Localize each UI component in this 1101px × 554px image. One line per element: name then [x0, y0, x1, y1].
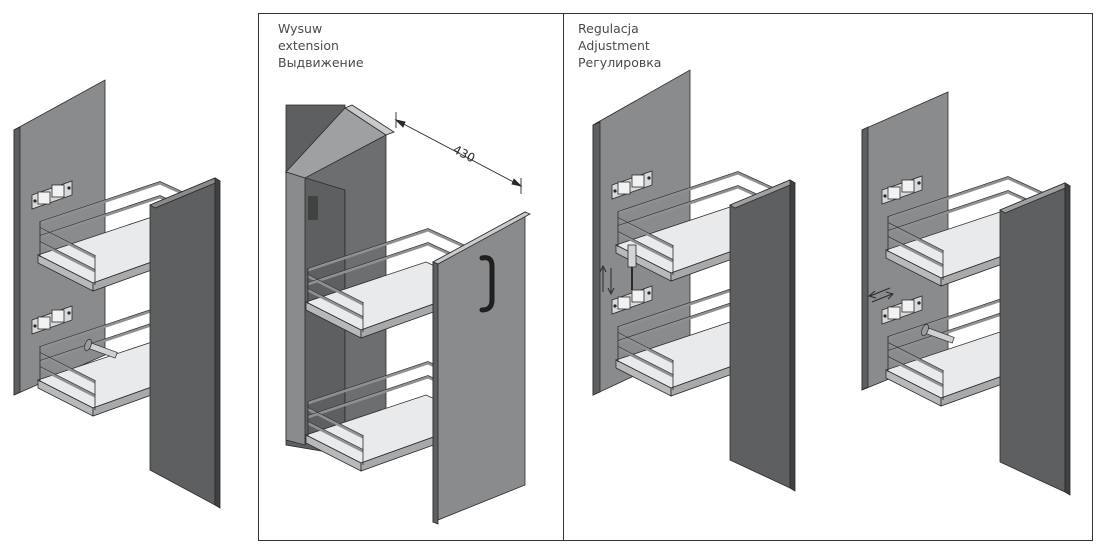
vertical-adjust-arrow-icon [599, 264, 615, 296]
handle-icon [479, 255, 495, 313]
assembly-left [13, 79, 221, 509]
extension-label-pl: Wysuw [278, 21, 323, 36]
assembly-adjust-depth [861, 91, 1071, 496]
adjustment-label-en: Adjustment [578, 38, 650, 53]
adjustment-label-ru: Регулировка [578, 55, 662, 70]
extension-label-en: extension [278, 38, 339, 53]
adjustment-label: Regulacja Adjustment Регулировка [578, 20, 661, 71]
extension-label-ru: Выдвижение [278, 55, 364, 70]
dimension-line [394, 112, 523, 194]
depth-adjust-arrow-icon [867, 287, 894, 303]
adjustment-label-pl: Regulacja [578, 21, 639, 36]
extension-label: Wysuw extension Выдвижение [278, 20, 364, 71]
assembly-adjust-vertical [592, 69, 796, 492]
assembly-extension [284, 104, 531, 525]
adjustment-frame [563, 13, 1093, 541]
dimension-value: 430 [451, 142, 478, 165]
